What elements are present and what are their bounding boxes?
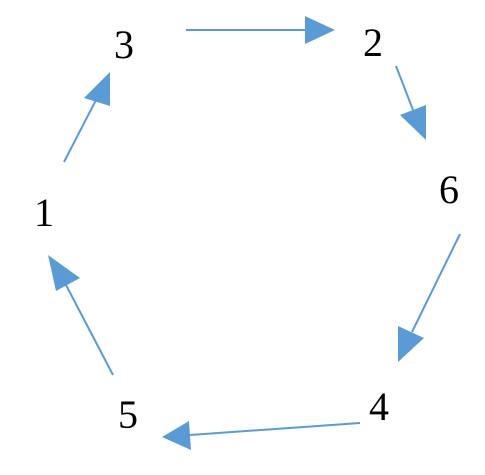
edge-2-to-6 [395,65,426,140]
edge-6-to-4 [398,233,461,362]
node-label-1: 1 [34,190,54,235]
edge-4-to-5 [162,421,361,450]
edge-1-to-3-arrowhead [84,72,110,106]
edge-4-to-5-arrowhead [162,421,191,450]
edge-5-to-1 [48,255,114,376]
edge-5-to-1-arrowhead [48,255,80,291]
edge-4-to-5-line [189,422,361,436]
edge-6-to-4-arrowhead [398,326,424,362]
node-label-2: 2 [363,20,383,65]
edge-2-to-6-arrowhead [400,105,426,140]
edge-3-to-2 [186,16,335,44]
edge-5-to-1-line [65,284,114,376]
edge-3-to-2-arrowhead [305,16,335,44]
edge-1-to-3 [63,72,110,163]
node-label-4: 4 [369,384,389,429]
edge-1-to-3-line [63,99,97,163]
edge-6-to-4-line [411,233,461,333]
node-label-5: 5 [118,392,138,437]
node-label-6: 6 [439,167,459,212]
node-label-3: 3 [114,22,134,67]
edge-2-to-6-line [395,65,414,111]
